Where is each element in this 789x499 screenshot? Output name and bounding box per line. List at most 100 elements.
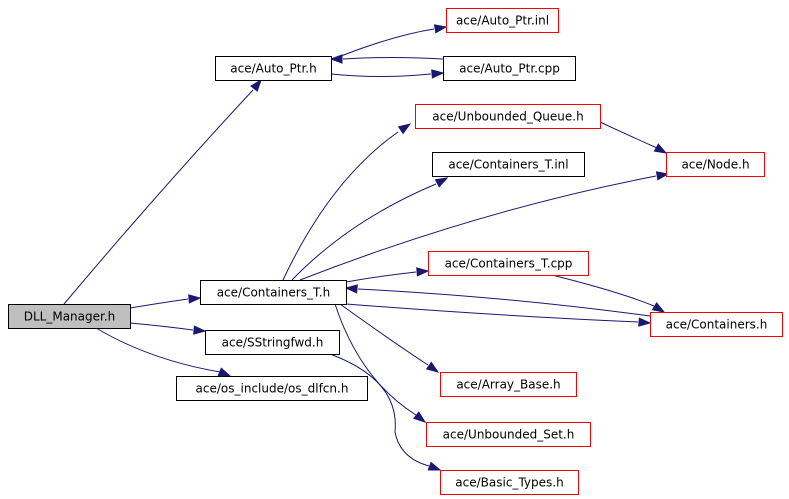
node-basic-types[interactable]: ace/Basic_Types.h xyxy=(440,470,579,495)
edge-line xyxy=(342,57,444,60)
edge-arrowhead xyxy=(655,171,670,181)
node-label: ace/Containers_T.inl xyxy=(448,158,568,172)
edge-line xyxy=(345,271,417,283)
node-unbounded-set[interactable]: ace/Unbounded_Set.h xyxy=(426,422,591,447)
edge-containers-t-h-to-array-base xyxy=(339,303,440,373)
edge-containers-t-cpp-to-containers-h xyxy=(551,274,666,313)
node-box xyxy=(176,376,368,401)
edge-containers-t-h-to-unbounded-set xyxy=(334,303,427,423)
edge-unbounded-queue-to-node-h xyxy=(599,121,668,154)
edge-arrowhead xyxy=(250,78,262,92)
node-containers-t-inl[interactable]: ace/Containers_T.inl xyxy=(432,152,585,177)
edge-arrowhead xyxy=(344,284,358,294)
edge-line xyxy=(330,73,432,77)
edge-dll-manager-to-auto-ptr-h xyxy=(63,78,262,305)
node-containers-h[interactable]: ace/Containers.h xyxy=(650,312,783,337)
edge-arrowhead xyxy=(413,411,427,423)
edge-arrowhead xyxy=(188,294,202,304)
edge-line xyxy=(63,89,254,305)
edge-containers-t-h-to-unbounded-queue xyxy=(282,123,412,281)
node-label: ace/Containers_T.h xyxy=(217,286,331,300)
edge-line xyxy=(129,298,189,309)
edge-arrowhead xyxy=(425,361,440,373)
node-box xyxy=(446,8,559,33)
node-auto-ptr-cpp[interactable]: ace/Auto_Ptr.cpp xyxy=(443,56,576,81)
edge-line xyxy=(299,175,657,281)
edge-arrowhead xyxy=(416,267,430,277)
edge-line xyxy=(291,183,437,281)
node-box xyxy=(432,152,585,177)
node-label: ace/Auto_Ptr.h xyxy=(230,62,316,76)
edge-containers-t-h-to-containers-h xyxy=(345,303,652,327)
node-box xyxy=(415,104,601,129)
node-box xyxy=(205,330,340,355)
node-box xyxy=(666,152,765,177)
node-box xyxy=(200,280,347,305)
edge-arrowhead xyxy=(397,123,412,135)
node-node-h[interactable]: ace/Node.h xyxy=(666,152,765,177)
edge-containers-t-h-to-node-h xyxy=(299,171,670,281)
edge-arrowhead xyxy=(193,325,207,335)
node-box xyxy=(426,422,591,447)
edge-arrowhead xyxy=(329,54,343,64)
node-label: DLL_Manager.h xyxy=(24,310,116,324)
node-label: ace/Unbounded_Set.h xyxy=(443,428,575,442)
node-box xyxy=(650,312,783,337)
edge-dll-manager-to-os-dlfcn xyxy=(95,327,232,377)
node-label: ace/Unbounded_Queue.h xyxy=(432,110,583,124)
edges-layer xyxy=(63,24,670,471)
edge-auto-ptr-cpp-to-auto-ptr-h xyxy=(329,54,444,64)
edge-arrowhead xyxy=(217,367,232,377)
edge-containers-t-h-to-containers-t-inl xyxy=(291,177,449,281)
edge-line xyxy=(282,131,399,281)
edge-line xyxy=(329,353,430,467)
node-label: ace/Auto_Ptr.inl xyxy=(456,14,549,28)
edge-line xyxy=(339,303,429,366)
edge-arrowhead xyxy=(427,461,442,471)
node-unbounded-queue[interactable]: ace/Unbounded_Queue.h xyxy=(415,104,601,129)
edge-arrowhead xyxy=(638,317,652,327)
node-array-base[interactable]: ace/Array_Base.h xyxy=(440,372,577,397)
edge-dll-manager-to-sstringfwd xyxy=(129,322,207,335)
node-label: ace/Containers_T.cpp xyxy=(445,257,573,271)
nodes-layer: DLL_Manager.h ace/Auto_Ptr.h ace/Auto_Ptr.… xyxy=(8,8,783,495)
edge-line xyxy=(345,303,639,323)
node-box xyxy=(215,56,332,81)
node-label: ace/Containers.h xyxy=(666,318,768,332)
node-label: ace/os_include/os_dlfcn.h xyxy=(196,382,349,396)
edge-line xyxy=(551,274,655,307)
edge-line xyxy=(357,288,651,317)
node-label: ace/Array_Base.h xyxy=(456,378,560,392)
node-label: ace/Auto_Ptr.cpp xyxy=(459,62,560,76)
node-os-dlfcn[interactable]: ace/os_include/os_dlfcn.h xyxy=(176,376,368,401)
edge-line xyxy=(334,303,417,416)
node-auto-ptr-inl[interactable]: ace/Auto_Ptr.inl xyxy=(446,8,559,33)
node-dll-manager: DLL_Manager.h xyxy=(8,304,131,329)
edge-arrowhead xyxy=(433,24,448,34)
edge-dll-manager-to-containers-t-h xyxy=(129,294,202,309)
edge-arrowhead xyxy=(431,69,445,79)
node-auto-ptr-h[interactable]: ace/Auto_Ptr.h xyxy=(215,56,332,81)
node-containers-t-cpp[interactable]: ace/Containers_T.cpp xyxy=(428,251,589,276)
edge-line xyxy=(330,28,435,61)
node-box xyxy=(8,304,131,329)
node-label: ace/Node.h xyxy=(681,158,749,172)
edge-arrowhead xyxy=(651,302,666,313)
node-containers-t-h[interactable]: ace/Containers_T.h xyxy=(200,280,347,305)
edge-containers-t-h-to-containers-t-cpp xyxy=(345,267,430,283)
node-box xyxy=(440,470,579,495)
node-label: ace/Basic_Types.h xyxy=(455,476,563,490)
edge-line xyxy=(95,327,221,373)
node-box xyxy=(440,372,577,397)
edge-auto-ptr-h-to-auto-ptr-cpp xyxy=(330,69,445,79)
edge-line xyxy=(129,322,194,331)
node-box xyxy=(428,251,589,276)
edge-auto-ptr-h-to-auto-ptr-inl xyxy=(330,24,448,61)
node-label: ace/SStringfwd.h xyxy=(222,336,324,350)
edge-sstringfwd-to-basic-types xyxy=(329,353,442,471)
node-sstringfwd[interactable]: ace/SStringfwd.h xyxy=(205,330,340,355)
edge-arrowhead xyxy=(434,177,449,188)
edge-line xyxy=(599,121,658,149)
node-box xyxy=(443,56,576,81)
